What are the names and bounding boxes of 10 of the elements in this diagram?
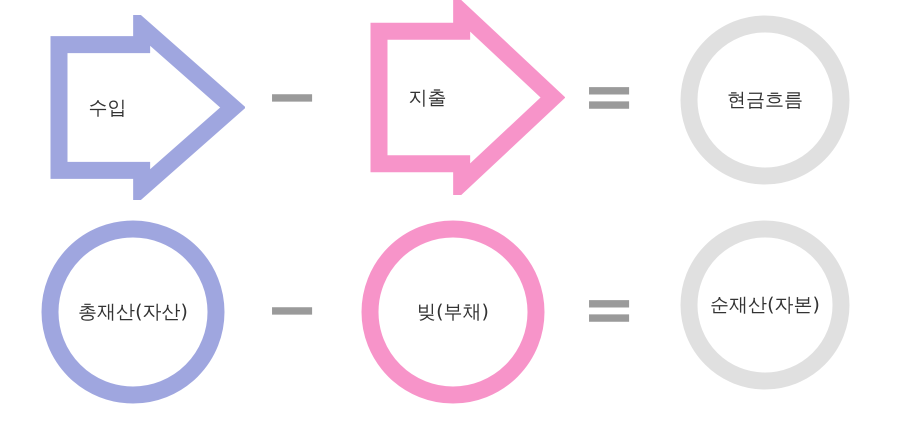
- minus-sign: −: [265, 278, 319, 342]
- node-label: 수입: [88, 96, 126, 120]
- minus-sign: −: [265, 65, 319, 129]
- node-label: 지출: [408, 86, 446, 110]
- node-label: 순재산(자본): [710, 293, 820, 318]
- node-label: 총재산(자산): [78, 300, 188, 325]
- equals-sign: =: [582, 65, 636, 129]
- node-label: 현금흐름: [727, 88, 803, 113]
- equals-sign: =: [582, 278, 636, 342]
- node-label: 빚(부채): [417, 300, 489, 325]
